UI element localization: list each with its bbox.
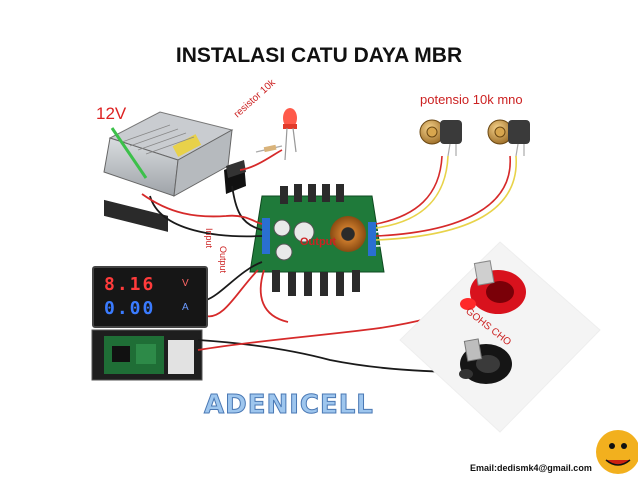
voltage-unit: V [182,278,189,289]
volt-amp-meter: 8.16 V 0.00 A [92,266,208,328]
black-wires [149,185,471,373]
banana-jack-black [459,338,512,384]
inductor-coil [330,216,366,252]
author-email: Email:dedismk4@gmail.com [470,463,592,473]
module-output-label: Output [300,236,337,248]
resistor [255,144,283,153]
potentiometer-label: potensio 10k mno [420,92,523,107]
supply-voltage-label: 12V [96,104,127,123]
yellow-wires [375,155,517,241]
output-side-label: Output [218,246,228,274]
meter-pcb [91,329,203,381]
potentiometer-right [487,119,530,157]
voltage-reading: 8.16 [104,274,156,295]
page-title: INSTALASI CATU DAYA MBR [175,44,463,67]
power-supply-unit [103,111,234,232]
current-reading: 0.00 [104,298,156,319]
pointer-arrow [110,127,148,179]
white-wires [375,155,525,247]
led-indicator [283,108,297,161]
potentiometer-left [419,119,462,157]
watermark: ADENICELL [204,390,374,421]
author-avatar [596,430,638,474]
heatsink [272,184,360,296]
buck-converter-module [249,184,385,296]
banana-jack-panel [399,241,601,433]
banana-jack-red [460,260,526,314]
module-input-label: Input [204,228,214,249]
current-unit: A [182,302,189,313]
psu-terminal-strip [104,199,168,232]
